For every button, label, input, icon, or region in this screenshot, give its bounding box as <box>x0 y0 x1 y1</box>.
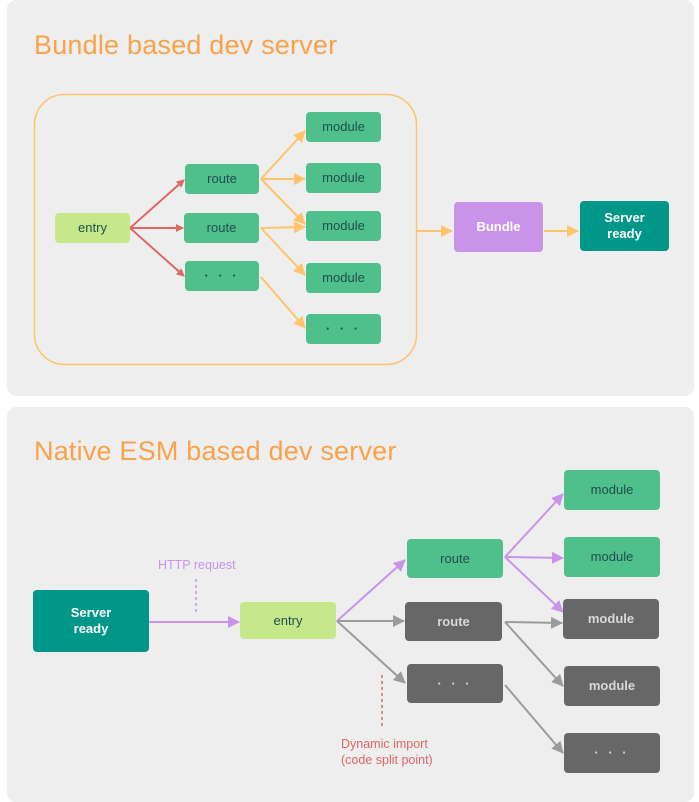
native-entry-node: entry <box>240 602 336 639</box>
bundle-module-node: module <box>306 211 381 241</box>
bundle-module-node: · · · <box>306 314 381 344</box>
bundle-panel-title: Bundle based dev server <box>34 30 338 60</box>
native-module-node: module <box>564 537 660 577</box>
bundle-module-node: module <box>306 112 381 142</box>
native-module-node: · · · <box>564 733 660 773</box>
native-esm-panel-title: Native ESM based dev server <box>34 436 397 466</box>
bundle-server-ready-node: Server ready <box>580 201 669 251</box>
dynamic-import-label-line2: (code split point) <box>341 753 433 767</box>
http-request-label: HTTP request <box>158 558 236 572</box>
bundle-entry-node: entry <box>55 213 130 243</box>
dynamic-import-label-line1: Dynamic import <box>341 737 428 751</box>
native-route-node: route <box>405 602 502 641</box>
bundle-route-node: route <box>185 164 259 194</box>
native-module-node: module <box>564 666 660 706</box>
native-route-node: route <box>407 539 503 578</box>
bundle-module-node: module <box>306 163 381 193</box>
native-server-ready-node: Server ready <box>33 590 149 652</box>
native-module-node: module <box>564 470 660 510</box>
bundle-route-node: route <box>184 213 259 243</box>
native-route-node: · · · <box>407 664 503 703</box>
dynamic-import-label: Dynamic import (code split point) <box>341 736 433 768</box>
bundle-route-node: · · · <box>185 261 259 291</box>
native-module-node: module <box>563 599 659 639</box>
bundle-node: Bundle <box>454 202 543 252</box>
bundle-module-node: module <box>306 263 381 293</box>
